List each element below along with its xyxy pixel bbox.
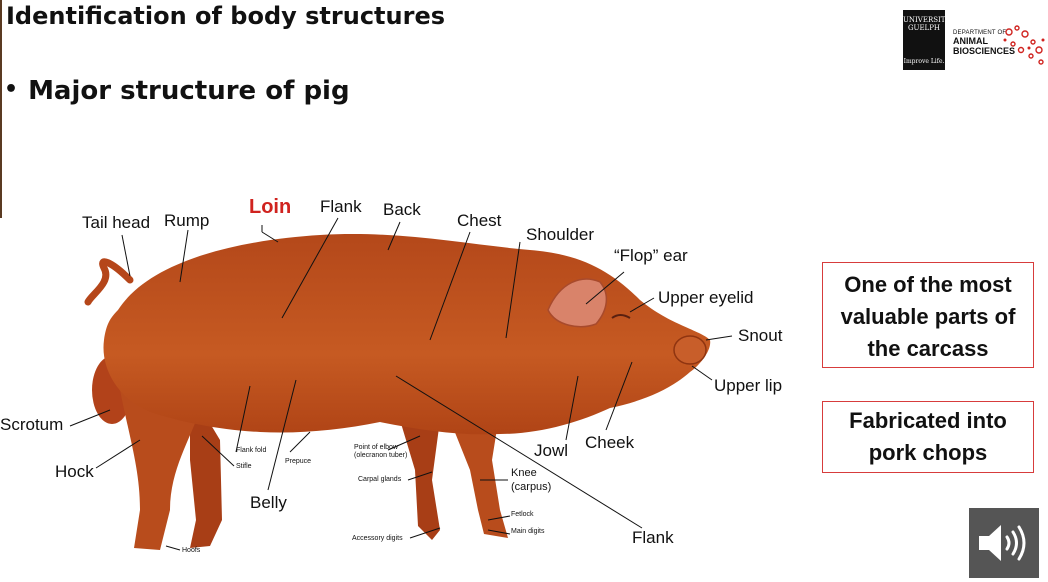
pig-ear	[547, 278, 608, 328]
label-point-of-elbow-line1: Point of elbow	[354, 444, 398, 451]
logo-university-line1: UNIVERSITY	[903, 16, 951, 24]
label-rump: Rump	[164, 211, 210, 230]
pig-body	[103, 233, 711, 435]
speaker-icon	[979, 525, 1026, 561]
label-cheek: Cheek	[585, 433, 635, 452]
label-jowl: Jowl	[534, 441, 569, 460]
callout-loin-line3: the carcass	[867, 336, 989, 361]
pig-snout	[673, 335, 707, 365]
label-knee-line2: (carpus)	[511, 481, 552, 493]
label-chest: Chest	[457, 211, 502, 230]
label-hock: Hock	[55, 462, 94, 481]
callout-loin-line1: One of the most	[844, 272, 1012, 297]
label-accessory-digits: Accessory digits	[352, 535, 403, 542]
slide-title: Identification of body structures	[6, 2, 446, 30]
callout-chops-line2: pork chops	[868, 440, 988, 465]
slide-left-rule	[0, 0, 2, 218]
pig-eye	[611, 314, 631, 319]
label-knee: Knee (carpus)	[511, 466, 551, 494]
label-loin: Loin	[249, 196, 292, 218]
label-fetlock: Fetlock	[511, 511, 534, 518]
dept-line2: BIOSCIENCES	[953, 46, 1016, 56]
callout-pork-chops: Fabricated into pork chops	[822, 401, 1034, 473]
label-point-of-elbow-line2: (olecranon tuber)	[354, 452, 408, 459]
bullet-item: • Major structure of pig	[4, 76, 350, 106]
department-logo: DEPARTMENT OF ANIMAL BIOSCIENCES	[953, 30, 1015, 56]
label-point-of-elbow: Point of elbow(olecranon tuber)	[354, 444, 407, 460]
label-upper-lip: Upper lip	[714, 376, 783, 395]
callout-loin-value: One of the most valuable parts of the ca…	[822, 262, 1034, 368]
label-scrotum: Scrotum	[0, 415, 64, 434]
pig-front-leg-near	[450, 410, 508, 538]
bullet-dot: •	[4, 77, 19, 102]
label-hoofs: Hoofs	[182, 547, 201, 554]
callout-chops-line1: Fabricated into	[849, 408, 1007, 433]
label-flank-bottom: Flank	[632, 528, 674, 547]
pig-front-leg-far	[400, 420, 440, 540]
label-prepuce: Prepuce	[285, 458, 312, 465]
pig-diagram	[69, 217, 733, 551]
label-snout: Snout	[738, 326, 783, 345]
label-stifle: Stifle	[236, 463, 252, 470]
label-main-digits: Main digits	[511, 528, 545, 535]
dept-line1: ANIMAL	[953, 36, 988, 46]
logo-university-line2: GUELPH	[907, 24, 941, 32]
label-shoulder: Shoulder	[526, 225, 595, 244]
dna-dots-graphic	[1003, 25, 1045, 65]
label-flop-ear: “Flop” ear	[614, 246, 688, 265]
label-flank-top: Flank	[320, 197, 362, 216]
label-knee-line1: Knee	[511, 467, 537, 479]
callout-loin-line2: valuable parts of	[840, 304, 1016, 329]
label-belly: Belly	[250, 493, 287, 512]
logo-tagline: Improve Life.	[903, 58, 945, 65]
pig-rear-leg-near	[120, 390, 200, 550]
label-flank-fold: Flank fold	[236, 447, 267, 454]
label-upper-eyelid: Upper eyelid	[658, 288, 754, 307]
bullet-text: Major structure of pig	[28, 76, 350, 106]
label-back: Back	[383, 200, 421, 219]
label-carpal-glands: Carpal glands	[358, 476, 402, 483]
pig-rear-leg-far	[190, 390, 222, 548]
dept-small-text: DEPARTMENT OF	[953, 30, 1007, 36]
label-tail-head: Tail head	[82, 213, 151, 232]
pig-tail	[84, 258, 134, 306]
audio-play-button[interactable]	[969, 508, 1039, 578]
